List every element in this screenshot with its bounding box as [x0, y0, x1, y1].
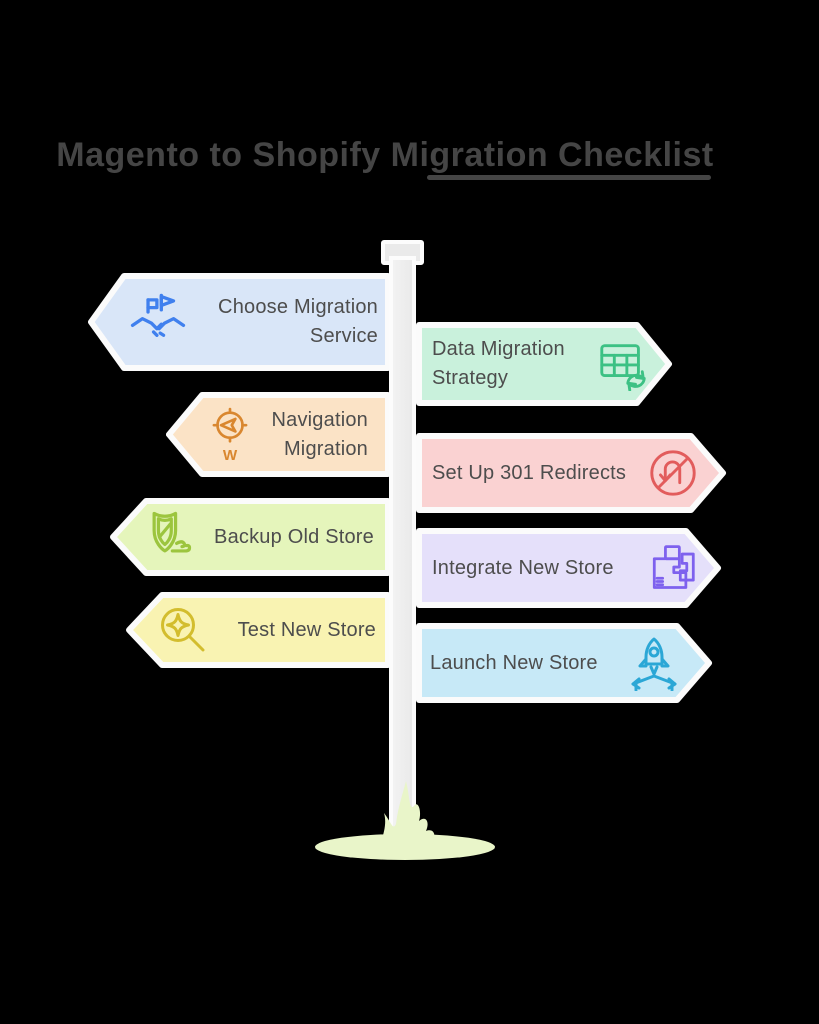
- grass-icon: [315, 781, 495, 860]
- arrow-left-shape: [126, 592, 391, 668]
- sign-label: Launch New Store: [430, 651, 598, 674]
- handshake-flag-icon: [127, 291, 189, 353]
- sign-set-up-301-redirects: Set Up 301 Redirects: [415, 432, 727, 514]
- magnifier-sparkle-icon: [155, 602, 211, 658]
- arrow-left-shape: [110, 498, 391, 576]
- signpost-pole: [389, 256, 416, 855]
- puzzle-blocks-icon: [645, 542, 697, 594]
- table-sync-icon: [596, 337, 650, 391]
- sign-choose-migration-service: Choose Migration Service: [88, 272, 392, 372]
- shield-wind-icon: [137, 507, 197, 567]
- title-underline: [427, 175, 711, 180]
- sign-label: Backup Old Store: [214, 525, 374, 548]
- sign-label: Navigation Migration: [271, 408, 368, 460]
- sign-launch-new-store: Launch New Store: [415, 622, 713, 704]
- sign-backup-old-store: Backup Old Store: [110, 497, 392, 577]
- sign-integrate-new-store: Integrate New Store: [415, 527, 722, 609]
- sign-data-migration-strategy: Data Migration Strategy: [415, 321, 673, 407]
- sign-label: Data Migration Strategy: [432, 338, 565, 389]
- arrow-right-shape: [416, 528, 721, 608]
- sign-label: Set Up 301 Redirects: [432, 461, 627, 484]
- sign-label: Test New Store: [237, 618, 376, 641]
- compass-icon: W: [205, 406, 255, 464]
- page-title: Magento to Shopify Migration Checklist: [56, 136, 714, 174]
- sign-navigation-migration: W Navigation Migration: [166, 391, 392, 478]
- svg-text:W: W: [223, 447, 238, 464]
- sign-test-new-store: Test New Store: [126, 591, 392, 669]
- rocket-launch-icon: [626, 635, 682, 691]
- sign-label: Choose Migration Service: [218, 296, 378, 347]
- arrow-right-shape: [416, 433, 726, 513]
- sign-label: Integrate New Store: [432, 556, 614, 579]
- redirect-icon: [646, 446, 700, 500]
